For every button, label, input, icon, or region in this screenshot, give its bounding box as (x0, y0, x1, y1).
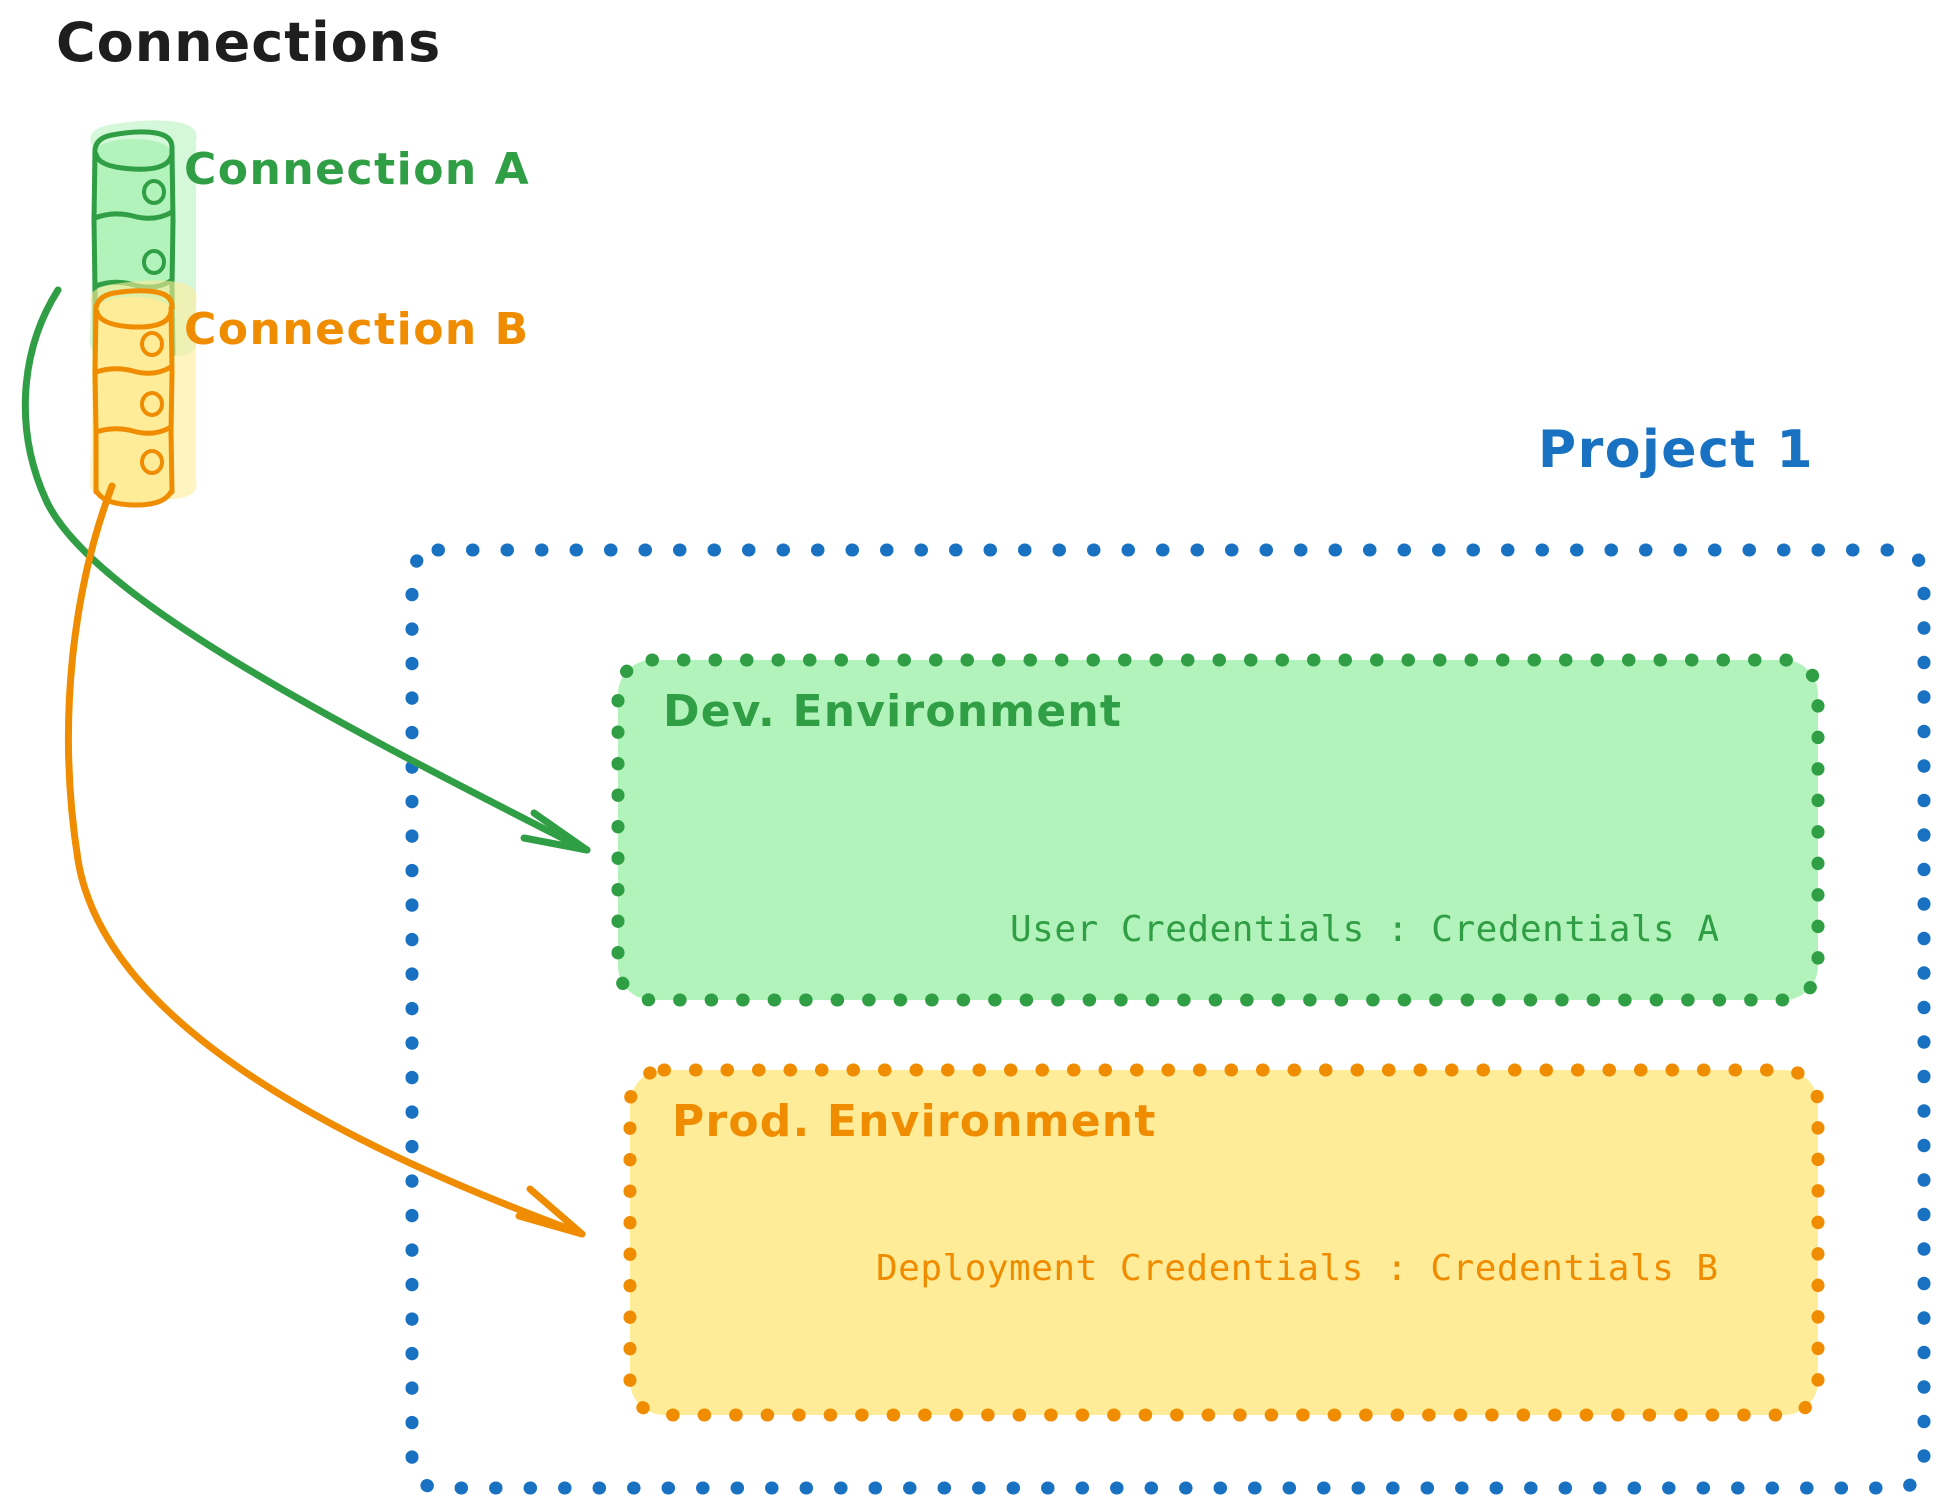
cylinder-led-3 (140, 449, 164, 475)
cylinder-top-ellipse (93, 151, 175, 172)
cylinder-led-2 (142, 249, 166, 275)
cylinder-right-edge (168, 305, 175, 495)
cylinder-divider-1 (93, 364, 174, 376)
prod-environment-fill (630, 1070, 1818, 1415)
arrow-a-path (21, 286, 582, 850)
arrow-connection-b-to-prod (64, 482, 586, 1238)
arrow-connection-a-to-dev (21, 286, 591, 854)
cylinder-led-2 (140, 391, 164, 417)
cylinder-top-fill (95, 139, 171, 165)
cylinder-led-1 (142, 179, 166, 205)
cylinder-body-fill (96, 310, 170, 505)
connection-b-label[interactable]: Connection B (184, 304, 530, 355)
arrow-a-head-upper (530, 809, 591, 854)
connection-a-label[interactable]: Connection A (184, 144, 531, 195)
cylinder-left-edge (92, 307, 99, 495)
cylinder-top-sketch (93, 288, 175, 311)
arrow-b-path (64, 482, 576, 1234)
arrow-a-head-lower (520, 834, 591, 854)
dev-environment-fill (618, 660, 1818, 1000)
cylinder-led-1 (140, 331, 164, 357)
page-title: Connections (56, 11, 442, 74)
cylinder-top-fill (96, 297, 170, 323)
cylinder-top-ellipse (94, 309, 174, 330)
cylinder-bottom (93, 487, 175, 508)
prod-environment-title: Prod. Environment (672, 1096, 1157, 1147)
dev-environment-border (611, 653, 1825, 1007)
cylinder-divider-1 (92, 209, 175, 221)
arrow-b-head-lower (515, 1212, 586, 1238)
dev-environment-credentials: User Credentials : Credentials A (1010, 909, 1720, 950)
project-container-border (405, 543, 1931, 1495)
arrow-b-head-upper (526, 1185, 586, 1238)
cylinder-divider-2 (93, 424, 174, 436)
project-title: Project 1 (1538, 420, 1815, 480)
dev-environment-title: Dev. Environment (663, 686, 1123, 737)
connection-b-database-icon[interactable] (89, 280, 197, 508)
prod-environment-credentials: Deployment Credentials : Credentials B (876, 1248, 1719, 1289)
cylinder-top-sketch (92, 129, 175, 153)
